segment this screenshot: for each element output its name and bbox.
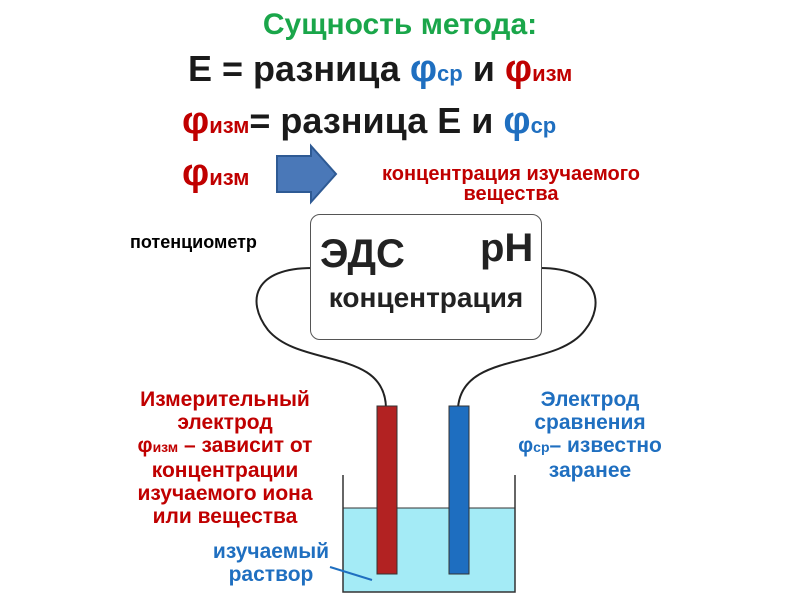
meter-emf: ЭДС — [320, 232, 405, 276]
meter-concentration: концентрация — [328, 282, 524, 313]
subscript-ref: ср — [437, 61, 463, 86]
reference-electrode-line: Электрод — [540, 388, 640, 411]
measuring-electrode-line: изучаемого иона — [137, 482, 313, 505]
measuring-electrode-line: концентрации — [151, 459, 299, 482]
measuring-electrode-line: φизм – зависит от — [110, 434, 340, 459]
solution-label-line: изучаемый — [212, 540, 330, 563]
formula-emf-and: и — [462, 48, 505, 89]
measuring-electrode-description: Измерительный электрод φизм – зависит от… — [110, 388, 340, 528]
concentration-line1: концентрация изучаемого — [382, 163, 640, 185]
measuring-electrode-line: Измерительный — [140, 388, 310, 411]
reference-electrode — [448, 405, 470, 575]
phi-symbol: φ — [503, 100, 531, 142]
formula-phi-meas: φизм= разница Е и φср — [182, 100, 556, 143]
arrow-right-icon — [276, 143, 338, 205]
formula-emf: Е = разница φср и φизм — [188, 48, 572, 91]
phi-symbol: φ — [409, 48, 438, 90]
formula-concentration: φизм — [182, 152, 249, 195]
reference-electrode-description: Электрод сравнения φср– известно заранее — [510, 388, 670, 482]
subscript-ref: ср — [530, 113, 557, 138]
page-title: Сущность метода: — [262, 8, 538, 41]
reference-electrode-line: φср– известно — [510, 434, 670, 459]
subscript-meas: изм — [532, 61, 573, 86]
wire-right — [457, 267, 597, 409]
concentration-line2: вещества — [463, 183, 559, 205]
reference-electrode-line: заранее — [548, 459, 632, 482]
phi-symbol: φ — [504, 48, 533, 90]
solution-label-line: раствор — [228, 563, 314, 586]
meter-ph: pH — [480, 226, 534, 270]
phi-symbol: φ — [182, 152, 210, 194]
subscript-ref: ср — [533, 439, 550, 455]
potentiometer — [310, 214, 542, 340]
reference-electrode-line: сравнения — [534, 411, 646, 434]
measuring-electrode — [376, 405, 398, 575]
solution-pointer — [329, 566, 373, 581]
wire-left — [255, 267, 387, 409]
solution-liquid — [343, 508, 515, 592]
concentration-label: концентрация изучаемого вещества — [346, 164, 676, 204]
phi-symbol: φ — [518, 434, 534, 457]
measuring-electrode-depends: – зависит от — [178, 434, 313, 457]
reference-electrode-known: – известно — [549, 434, 662, 457]
measuring-electrode-line: или вещества — [152, 505, 298, 528]
formula-emf-text: Е = разница — [188, 48, 410, 89]
measuring-electrode-line: электрод — [177, 411, 273, 434]
subscript-meas: изм — [209, 113, 250, 138]
phi-symbol: φ — [182, 100, 210, 142]
phi-symbol: φ — [137, 434, 153, 457]
formula-phi-meas-text: = разница Е и — [249, 100, 504, 141]
subscript-meas: изм — [152, 439, 179, 455]
subscript-meas: изм — [209, 165, 250, 190]
potentiometer-label: потенциометр — [130, 232, 257, 252]
solution-label: изучаемый раствор — [196, 540, 346, 586]
beaker — [342, 475, 516, 593]
